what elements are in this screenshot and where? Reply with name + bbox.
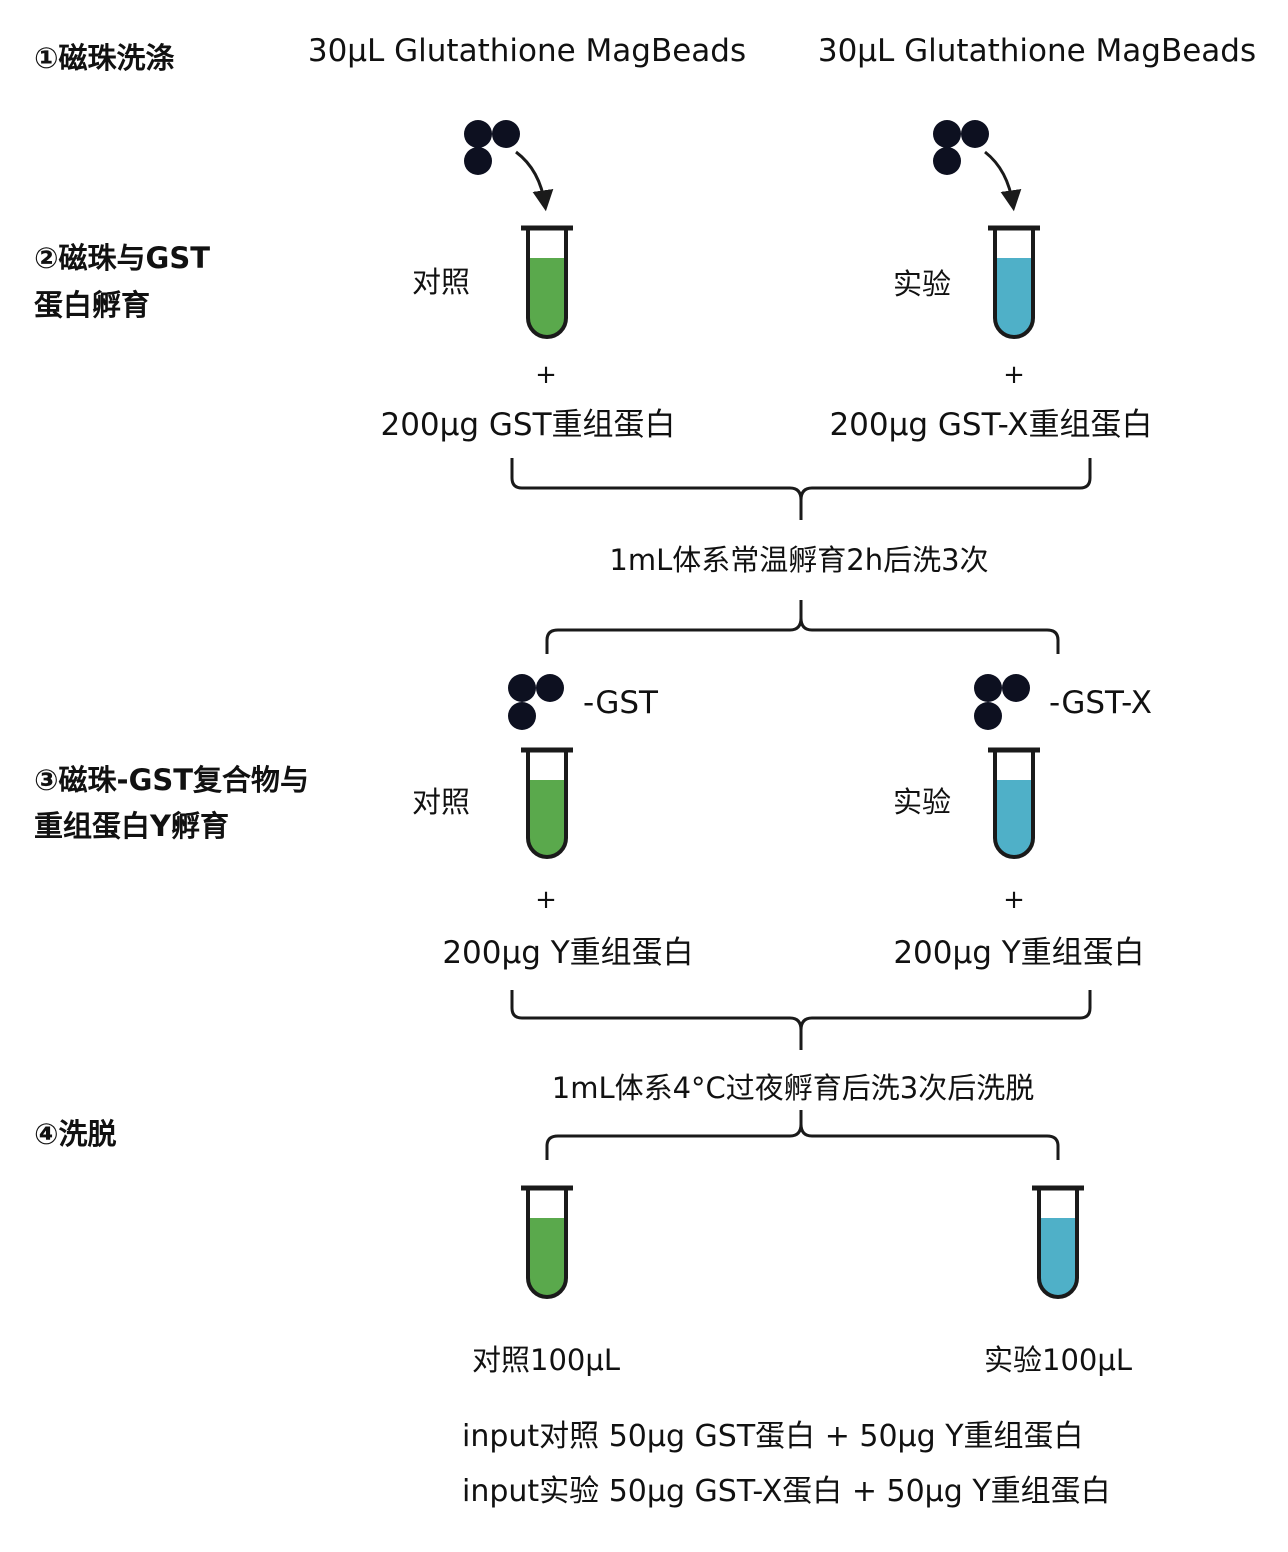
curly-brace-icon xyxy=(510,990,1092,1050)
step4-label: ④洗脱 xyxy=(34,1117,117,1151)
step2-label-line1: ②磁珠与GST xyxy=(34,241,211,275)
step2-experiment-protein: 200μg GST-X重组蛋白 xyxy=(829,407,1153,443)
curly-brace-icon xyxy=(510,458,1092,520)
step3-label-line2: 重组蛋白Y孵育 xyxy=(34,809,229,843)
step3-experiment-complex: -GST-X xyxy=(1049,685,1152,721)
step1-label: ①磁珠洗涤 xyxy=(34,41,175,75)
step3-control-protein: 200μg Y重组蛋白 xyxy=(442,935,694,971)
step2-control-protein: 200μg GST重组蛋白 xyxy=(380,407,676,443)
control-eluate-tube-icon xyxy=(521,1185,573,1299)
step2-control-label: 对照 xyxy=(412,265,471,299)
step2-experiment-plus: + xyxy=(1003,360,1025,390)
bead-cluster-icon xyxy=(933,120,989,175)
step2-experiment-label: 实验 xyxy=(893,267,952,301)
input-control-text: input对照 50μg GST蛋白 + 50μg Y重组蛋白 xyxy=(462,1419,1084,1454)
step2-process-text: 1mL体系常温孵育2h后洗3次 xyxy=(609,543,989,577)
curly-brace-icon xyxy=(545,600,1060,654)
control-tube-icon xyxy=(521,225,573,339)
step3-label-line1: ③磁珠-GST复合物与 xyxy=(34,763,310,797)
control-tube-icon xyxy=(521,747,573,859)
experiment-tube-icon xyxy=(988,747,1040,859)
bead-cluster-icon xyxy=(464,120,520,175)
step3-control-plus: + xyxy=(535,885,557,915)
step3-experiment-plus: + xyxy=(1003,885,1025,915)
step3-control-complex: -GST xyxy=(583,685,658,721)
step3-process-text: 1mL体系4°C过夜孵育后洗3次后洗脱 xyxy=(551,1071,1035,1105)
control-eluate-label: 对照100μL xyxy=(472,1343,620,1377)
experiment-eluate-label: 实验100μL xyxy=(984,1343,1132,1377)
experiment-beads-header: 30μL Glutathione MagBeads xyxy=(817,33,1257,69)
step3-control-label: 对照 xyxy=(412,785,471,819)
bead-cluster-icon xyxy=(974,674,1030,730)
input-experiment-text: input实验 50μg GST-X蛋白 + 50μg Y重组蛋白 xyxy=(462,1474,1111,1509)
curved-arrow-icon xyxy=(984,150,1022,212)
experiment-tube-icon xyxy=(988,225,1040,339)
experiment-eluate-tube-icon xyxy=(1032,1185,1084,1299)
step3-experiment-protein: 200μg Y重组蛋白 xyxy=(893,935,1145,971)
control-beads-header: 30μL Glutathione MagBeads xyxy=(307,33,747,69)
curved-arrow-icon xyxy=(515,150,554,212)
bead-cluster-icon xyxy=(508,674,564,730)
step2-control-plus: + xyxy=(535,360,557,390)
step2-label-line2: 蛋白孵育 xyxy=(34,288,151,322)
curly-brace-icon xyxy=(545,1110,1060,1160)
step3-experiment-label: 实验 xyxy=(893,785,952,819)
